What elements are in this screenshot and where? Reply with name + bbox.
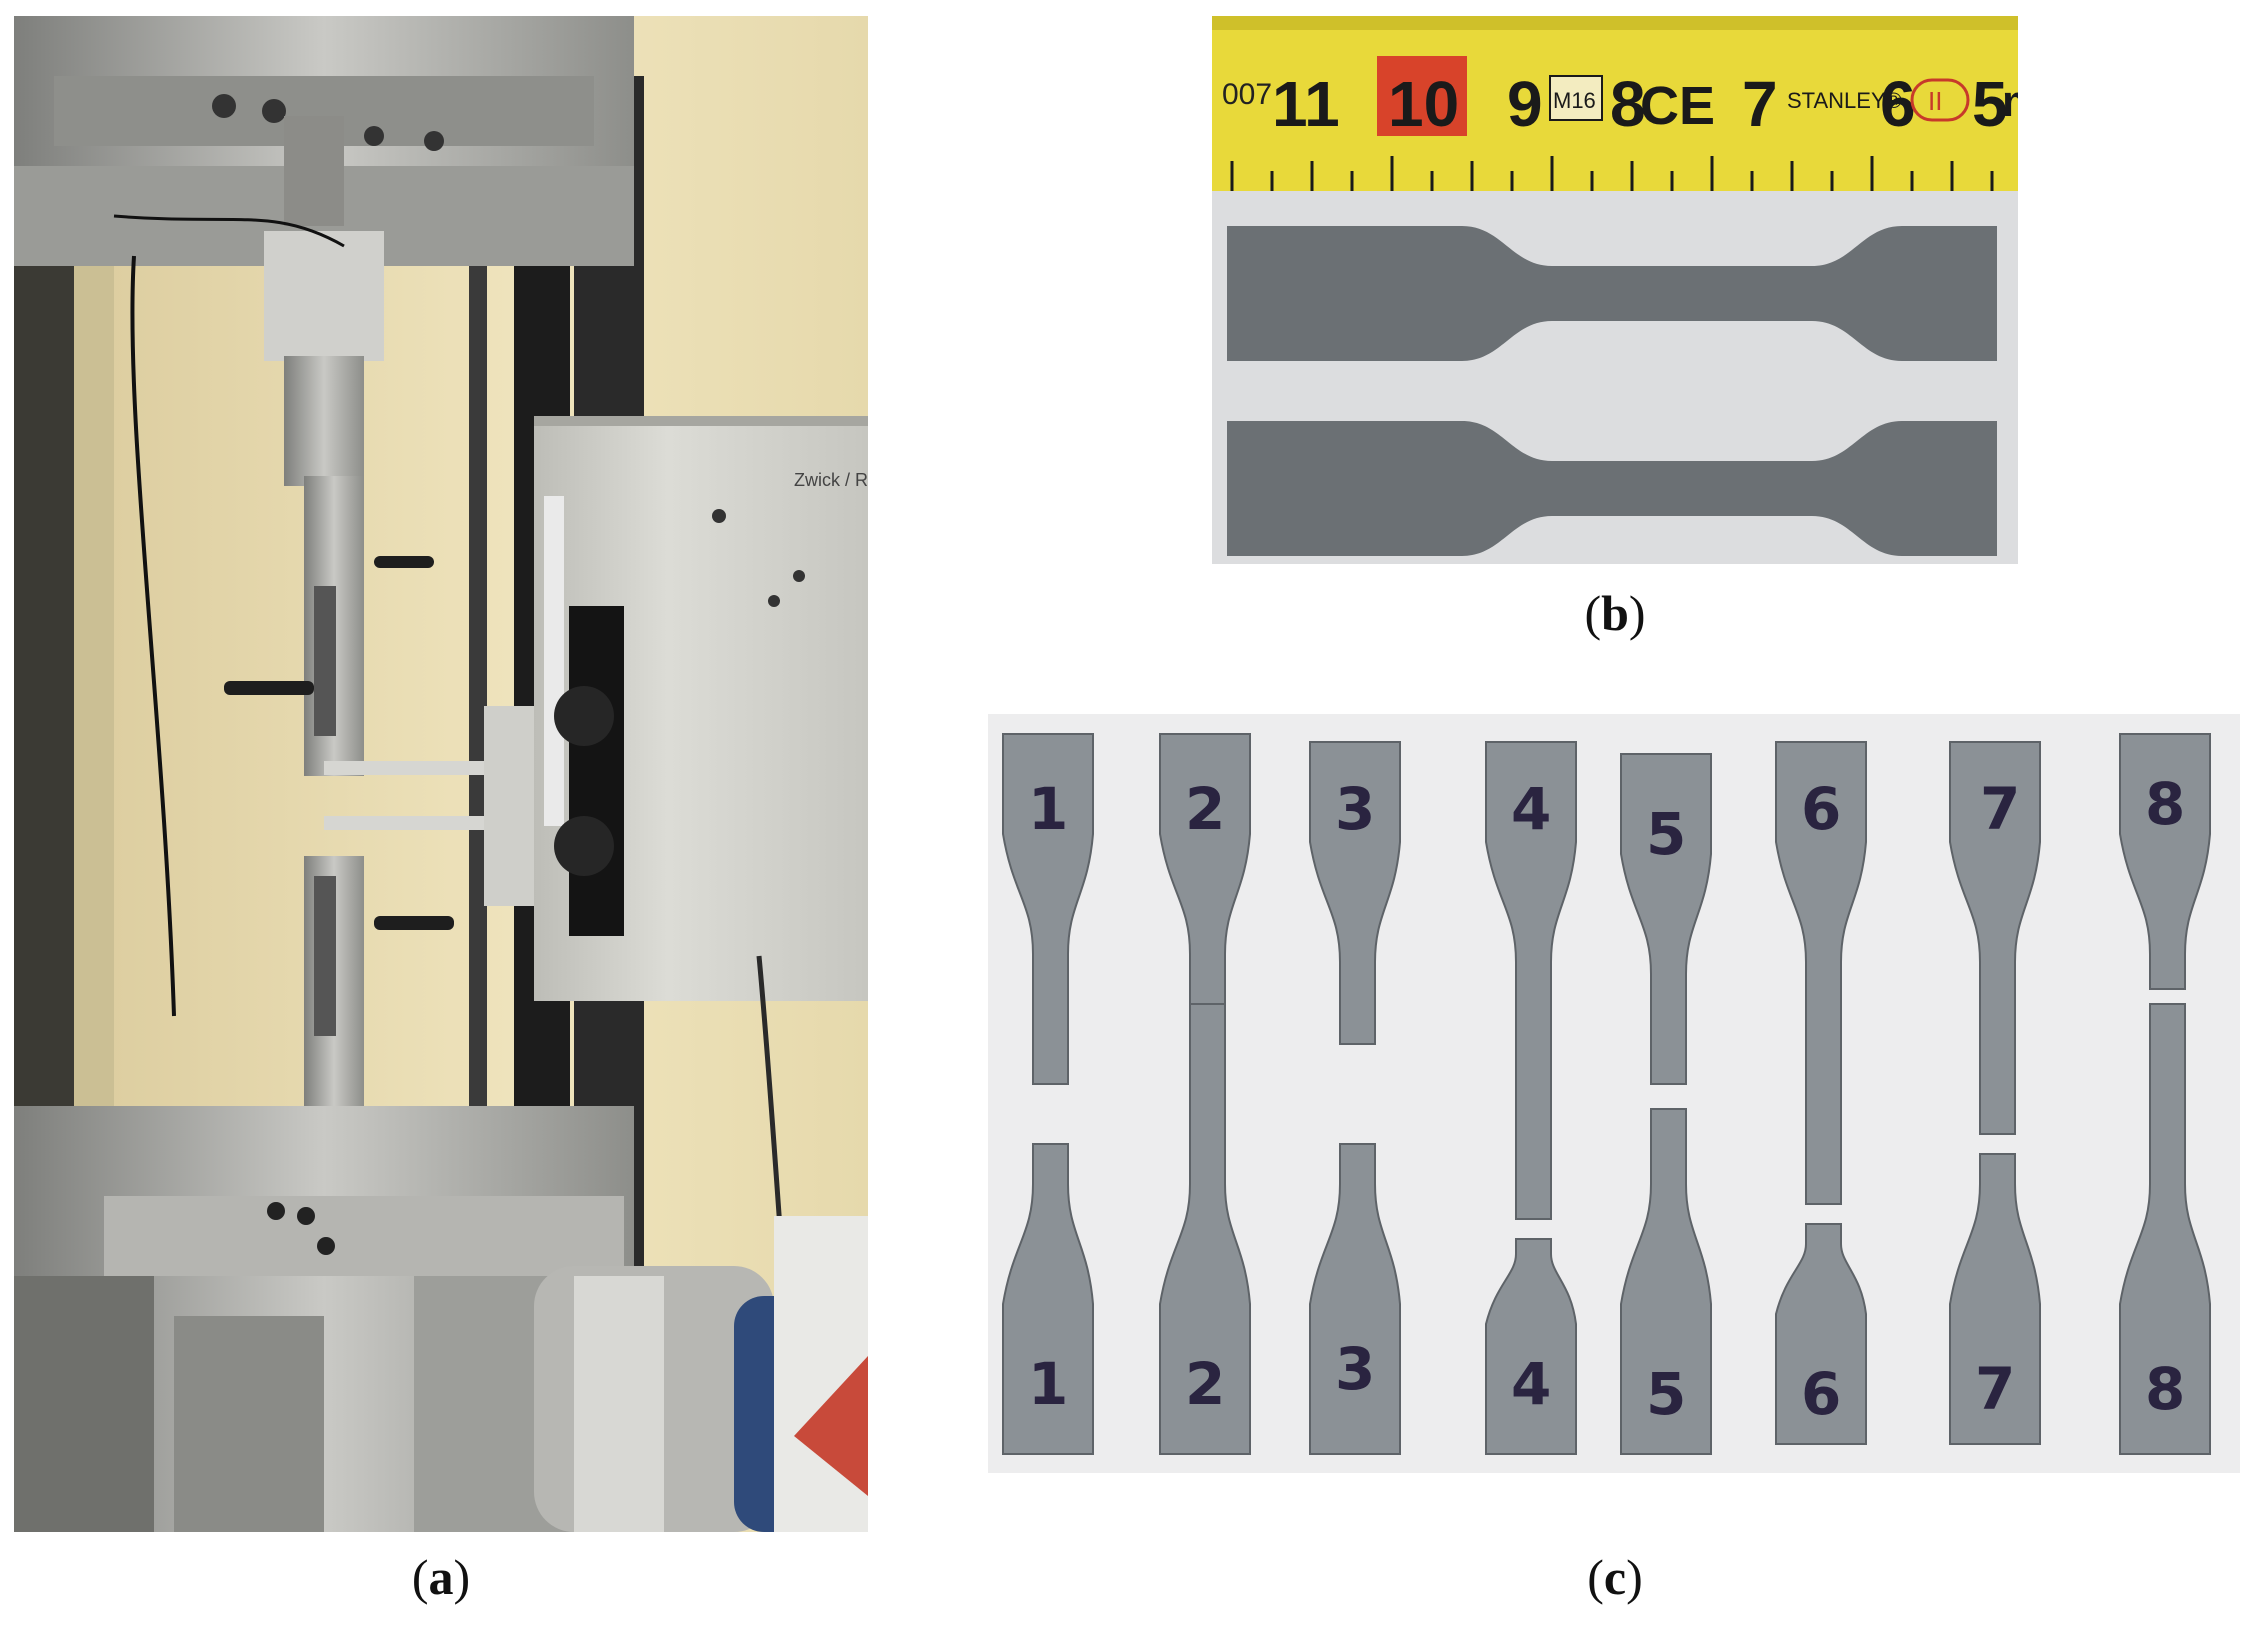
photo-testing-machine: Zwick / Roell <box>14 16 868 1532</box>
label-bottom-2: 2 <box>1185 1350 1225 1418</box>
label-top-2: 2 <box>1185 775 1225 843</box>
label-bottom-1: 1 <box>1028 1350 1068 1418</box>
specimen-top-7 <box>1949 741 2041 1135</box>
specimen-bottom-2 <box>1159 1003 1251 1455</box>
label-bottom-4: 4 <box>1511 1350 1551 1418</box>
specimen-top-6 <box>1775 741 1867 1205</box>
caption-b: (b) <box>1584 585 1646 641</box>
label-top-1: 1 <box>1028 775 1068 843</box>
specimen-top-1 <box>1002 733 1094 1085</box>
specimen-bottom-6 <box>1775 1223 1867 1445</box>
specimen-top-3 <box>1309 741 1401 1045</box>
dogbone-specimen-2 <box>1227 421 1997 556</box>
testing-machine-illustration: Zwick / Roell <box>14 16 868 1532</box>
ruler-number-6: 6 <box>1880 68 1916 140</box>
ruler-stripe-text: 007 <box>1222 78 1272 111</box>
caption-b-letter: b <box>1601 585 1629 641</box>
label-top-8: 8 <box>2145 770 2185 838</box>
specimen-top-4 <box>1485 741 1577 1220</box>
caption-a: (a) <box>411 1549 471 1605</box>
specimen-bottom-3 <box>1309 1143 1401 1455</box>
specimen-bottom-7 <box>1949 1153 2041 1445</box>
photo-specimens-ruler: 007 11 10 9 M16 8 CE 7 STANLEY® 6 II 5 m <box>1212 16 2018 564</box>
ruler-number-5: 5 <box>1972 68 2008 140</box>
label-bottom-3: 3 <box>1335 1335 1375 1403</box>
photo-fractured-specimens: 1 2 3 4 5 6 7 8 1 2 3 4 5 6 7 8 <box>988 714 2240 1473</box>
fractured-specimens-illustration: 1 2 3 4 5 6 7 8 1 2 3 4 5 6 7 8 <box>1002 733 2211 1455</box>
caption-c: (c) <box>1587 1549 1643 1605</box>
specimen-top-8 <box>2119 733 2211 990</box>
ruler-red-marker <box>1377 56 1467 136</box>
label-top-7: 7 <box>1980 775 2020 843</box>
dogbone-specimen-1 <box>1227 226 1997 361</box>
ruler-mark-class: II <box>1928 86 1942 116</box>
label-bottom-8: 8 <box>2145 1355 2185 1423</box>
ruler-mark-ce: CE <box>1640 76 1715 136</box>
specimen-bottom-8 <box>2119 1003 2211 1455</box>
ruler-mark-m16: M16 <box>1553 88 1596 113</box>
label-top-4: 4 <box>1511 775 1551 843</box>
ruler-number-9: 9 <box>1507 68 1543 140</box>
ruler-specimens-illustration: 007 11 10 9 M16 8 CE 7 STANLEY® 6 II 5 m <box>1212 16 2018 556</box>
ruler-number-8: 8 <box>1610 68 1646 140</box>
specimen-top-5 <box>1620 753 1712 1085</box>
extensometer-brand-label: Zwick / Roell <box>794 470 868 490</box>
label-top-5: 5 <box>1646 800 1686 868</box>
label-top-3: 3 <box>1335 775 1375 843</box>
ruler-mark-stanley: STANLEY® <box>1787 88 1902 113</box>
label-bottom-6: 6 <box>1801 1360 1841 1428</box>
caption-a-letter: a <box>428 1549 454 1605</box>
ruler-unit: m <box>2002 77 2018 126</box>
ruler-number-7: 7 <box>1742 68 1778 140</box>
specimen-bottom-4 <box>1485 1238 1577 1455</box>
label-bottom-7: 7 <box>1975 1355 2015 1423</box>
caption-c-letter: c <box>1603 1549 1627 1605</box>
specimen-bottom-1 <box>1002 1143 1094 1455</box>
specimen-bottom-5 <box>1620 1108 1712 1455</box>
label-bottom-5: 5 <box>1646 1360 1686 1428</box>
ruler-number-10: 10 <box>1388 68 1459 140</box>
label-top-6: 6 <box>1801 775 1841 843</box>
ruler-number-11: 11 <box>1272 68 1340 140</box>
